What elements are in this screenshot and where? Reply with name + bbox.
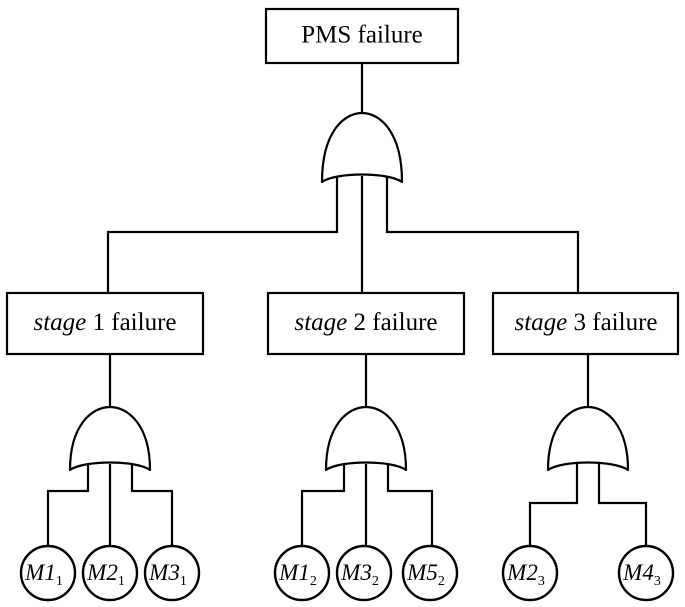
basic-event-m2-3[interactable]: M23 (501, 544, 559, 602)
stage-3-label-italic: stage (514, 309, 567, 336)
or-gate-top-shape (320, 111, 404, 184)
stage-1-box (5, 291, 205, 356)
basic-event-m1-1[interactable]: M11 (19, 544, 77, 602)
basic-event-m1-2[interactable]: M12 (273, 544, 331, 602)
basic-event-m2-1[interactable]: M21 (81, 544, 139, 602)
stage-3-box (491, 291, 680, 356)
wire-stage-1-to-event-3 (130, 464, 174, 546)
or-gate-stage-3-shape (546, 405, 630, 472)
basic-event-m4-3-circle (617, 544, 675, 602)
top-event-label: PMS failure (301, 22, 423, 49)
wire-top-gate-to-stage-1 (106, 176, 339, 293)
top-event-box (264, 7, 460, 65)
stage-1-label-italic: stage (33, 309, 86, 336)
stage-2-node[interactable]: stage 2 failure (266, 291, 466, 356)
wire-stage-3-to-event-2 (597, 464, 648, 546)
basic-event-m4-3-label: M43 (622, 560, 661, 589)
stage-2-label: stage 2 failure (294, 309, 437, 336)
stage-1-node[interactable]: stage 1 failure (5, 291, 205, 356)
wire-stage-3-to-event-1 (528, 464, 579, 546)
basic-event-m3-2-circle (335, 544, 393, 602)
or-gate-top[interactable] (320, 111, 404, 184)
basic-event-m2-1-label: M21 (86, 560, 125, 589)
stage-1-label-rest: 1 failure (86, 309, 176, 336)
basic-event-m1-1-circle (19, 544, 77, 602)
or-gate-stage-1-shape (68, 405, 152, 472)
basic-event-m3-2-label: M32 (340, 560, 379, 589)
basic-event-m2-1-circle (81, 544, 139, 602)
stage-1-label: stage 1 failure (33, 309, 176, 336)
wire-stage-2-to-event-3 (386, 464, 434, 546)
basic-event-m3-1-label: M31 (148, 560, 187, 589)
basic-event-m3-1[interactable]: M31 (143, 544, 201, 602)
basic-event-m1-2-label: M12 (278, 560, 317, 589)
basic-event-m2-3-label: M23 (506, 560, 545, 589)
basic-event-m1-2-circle (273, 544, 331, 602)
stage-3-label: stage 3 failure (514, 309, 657, 336)
basic-event-m3-1-circle (143, 544, 201, 602)
basic-event-m5-2-circle (401, 544, 459, 602)
basic-event-m1-1-label: M11 (24, 560, 63, 589)
stage-2-label-italic: stage (294, 309, 347, 336)
or-gate-stage-1[interactable] (68, 405, 152, 472)
wire-top-gate-to-stage-3 (385, 176, 580, 293)
basic-event-m5-2[interactable]: M52 (401, 544, 459, 602)
stage-3-label-rest: 3 failure (567, 309, 657, 336)
stage-3-node[interactable]: stage 3 failure (491, 291, 680, 356)
top-event-node[interactable]: PMS failure (264, 7, 460, 65)
wire-stage-2-to-event-1 (300, 464, 346, 546)
basic-event-m5-2-label: M52 (406, 560, 445, 589)
or-gate-stage-2-shape (324, 405, 408, 472)
stage-2-box (266, 291, 466, 356)
wire-stage-1-to-event-1 (46, 464, 90, 546)
basic-event-m4-3[interactable]: M43 (617, 544, 675, 602)
basic-event-m3-2[interactable]: M32 (335, 544, 393, 602)
basic-event-m2-3-circle (501, 544, 559, 602)
stage-2-label-rest: 2 failure (347, 309, 437, 336)
or-gate-stage-3[interactable] (546, 405, 630, 472)
or-gate-stage-2[interactable] (324, 405, 408, 472)
